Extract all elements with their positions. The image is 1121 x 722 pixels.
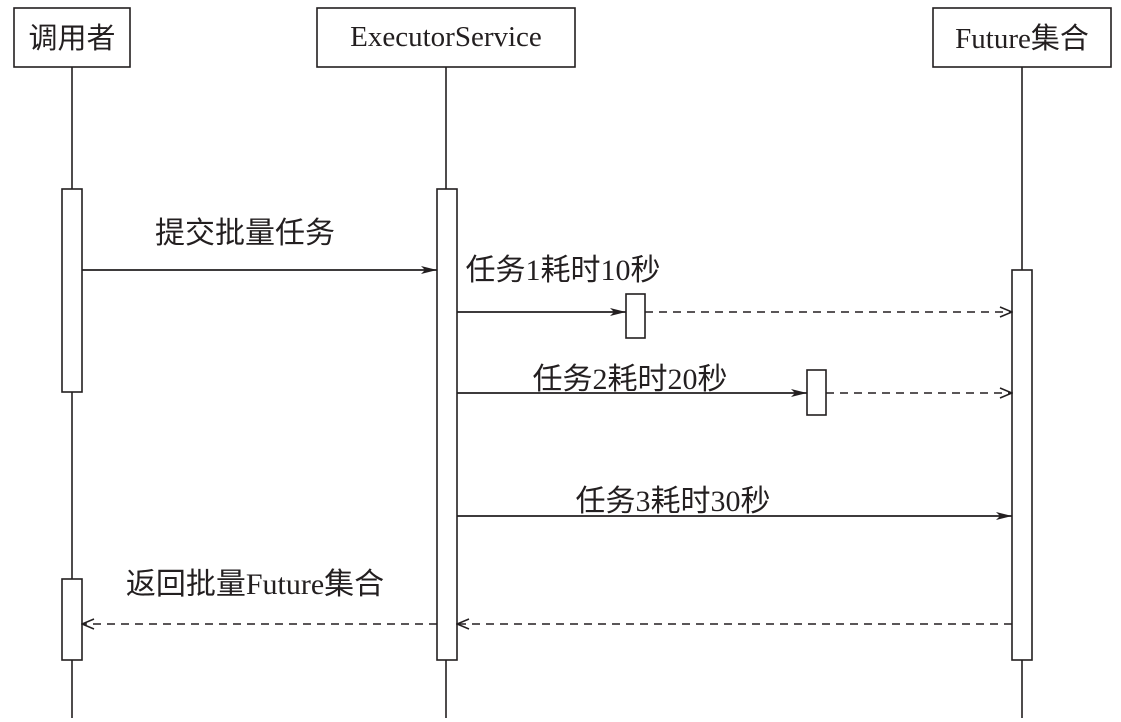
task2-label: 任务2耗时20秒 <box>533 363 728 396</box>
submit-label: 提交批量任务 <box>155 217 335 250</box>
executor-label: ExecutorService <box>350 21 542 53</box>
caller-box <box>13 7 131 68</box>
futures-label: Future集合 <box>955 22 1089 55</box>
task3-label: 任务3耗时30秒 <box>576 485 771 518</box>
caller-activation-submit <box>61 188 83 393</box>
task1-activation <box>625 293 646 339</box>
executor-activation <box>436 188 458 661</box>
participant-futures: Future集合 <box>932 7 1112 68</box>
caller-activation-return <box>61 578 83 661</box>
caller-label: 调用者 <box>28 23 115 55</box>
futures-activation <box>1011 269 1033 661</box>
task1-label: 任务1耗时10秒 <box>466 254 661 287</box>
participant-executor: ExecutorService <box>316 7 576 68</box>
executor-box <box>316 7 576 68</box>
task2-activation <box>806 369 827 416</box>
return-label: 返回批量Future集合 <box>126 568 384 601</box>
futures-box <box>932 7 1112 68</box>
participant-caller: 调用者 <box>13 7 131 68</box>
